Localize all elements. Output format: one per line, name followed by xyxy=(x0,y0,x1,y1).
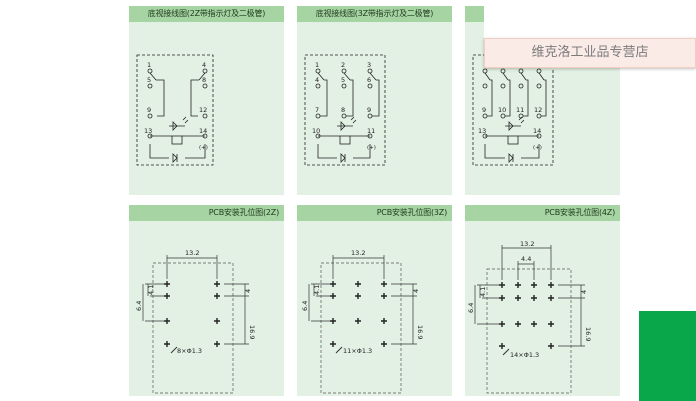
pcb-diagram-4z: 13.2 4.4 4 16.9 4.1 6.4 14×Φ1.3 xyxy=(467,240,592,394)
pin-9: 9 xyxy=(367,106,371,114)
pin-12: 12 xyxy=(534,106,542,114)
dim-right-big: 16.9 xyxy=(248,325,256,339)
pin-10: 10 xyxy=(312,127,320,135)
pin-2: 2 xyxy=(341,61,345,69)
pin-13: 13 xyxy=(478,127,486,135)
pin-12: 12 xyxy=(199,106,207,114)
wiring-panel-title: 底视接线图(2Z带指示灯及二极管) xyxy=(129,6,284,22)
wiring-diagram-4z: 9 10 11 12 13 14 (+) xyxy=(472,54,554,166)
pcb-panel-title: PCB安装孔位图(4Z) xyxy=(465,205,620,221)
pin-14: 14 xyxy=(533,127,541,135)
pin-4: 4 xyxy=(315,76,319,84)
hole-spec: 14×Φ1.3 xyxy=(510,351,539,359)
pcb-panel-title: PCB安装孔位图(2Z) xyxy=(129,205,284,221)
dim-left-b: 6.4 xyxy=(301,301,309,311)
dim-right-big: 16.9 xyxy=(584,327,592,341)
pcb-panel-2z: PCB安装孔位图(2Z) 13.2 4 16.9 4.1 6.4 8×Φ1.3 xyxy=(129,205,284,396)
polarity-plus: (+) xyxy=(199,145,208,151)
dim-right-small: 4 xyxy=(412,289,420,293)
pcb-panel-4z: PCB安装孔位图(4Z) 13.2 4.4 4 16.9 4.1 6.4 14×… xyxy=(465,205,620,396)
hole-spec: 11×Φ1.3 xyxy=(343,347,372,355)
polarity-plus: (+) xyxy=(367,145,376,151)
dim-right-small: 4 xyxy=(580,290,588,294)
pin-10: 10 xyxy=(498,106,506,114)
pin-4: 4 xyxy=(202,61,206,69)
pin-6: 6 xyxy=(367,76,371,84)
pin-14: 14 xyxy=(199,127,207,135)
hole-spec: 8×Φ1.3 xyxy=(177,347,202,355)
pcb-panel-title: PCB安装孔位图(3Z) xyxy=(297,205,452,221)
store-banner[interactable]: 维克洛工业品专营店 xyxy=(484,38,696,68)
dim-left-b: 6.4 xyxy=(467,303,475,313)
pin-11: 11 xyxy=(516,106,524,114)
dim-left-a: 4.1 xyxy=(147,285,155,295)
pin-9: 9 xyxy=(482,106,486,114)
dim-width: 13.2 xyxy=(351,249,365,257)
wiring-diagram-2z: 1 4 5 8 9 12 13 14 (+) xyxy=(136,54,214,166)
pin-9: 9 xyxy=(147,106,151,114)
polarity-plus: (+) xyxy=(533,145,542,151)
dim-mid: 4.4 xyxy=(521,255,531,263)
wiring-panel-2z: 底视接线图(2Z带指示灯及二极管) 1 4 5 8 9 12 13 14 (+) xyxy=(129,6,284,195)
pin-7: 7 xyxy=(315,106,319,114)
pin-1: 1 xyxy=(315,61,319,69)
pin-13: 13 xyxy=(144,127,152,135)
pin-1: 1 xyxy=(147,61,151,69)
pcb-diagram-3z: 13.2 4 16.9 4.1 6.4 11×Φ1.3 xyxy=(301,249,424,394)
dim-left-a: 4.1 xyxy=(313,285,321,295)
green-side-widget[interactable] xyxy=(639,311,696,401)
pin-11: 11 xyxy=(367,127,375,135)
pcb-diagram-2z: 13.2 4 16.9 4.1 6.4 8×Φ1.3 xyxy=(135,249,256,394)
dim-width: 13.2 xyxy=(520,240,534,248)
dim-width: 13.2 xyxy=(185,249,199,257)
dim-right-big: 16.9 xyxy=(416,325,424,339)
pin-3: 3 xyxy=(367,61,371,69)
pin-8: 8 xyxy=(341,106,345,114)
top-right-blank-area xyxy=(484,0,696,38)
wiring-diagram-3z: 1 2 3 4 5 6 7 8 9 10 11 (+) xyxy=(304,54,386,166)
pin-5: 5 xyxy=(341,76,345,84)
dim-right-small: 4 xyxy=(244,289,252,293)
pin-8: 8 xyxy=(202,76,206,84)
pin-5: 5 xyxy=(147,76,151,84)
pcb-panel-3z: PCB安装孔位图(3Z) 13.2 4 16.9 4.1 6.4 11×Φ1.3 xyxy=(297,205,452,396)
dim-left-a: 4.1 xyxy=(479,287,487,297)
wiring-panel-3z: 底视接线图(3Z带指示灯及二极管) 1 2 3 4 5 6 7 8 9 10 1… xyxy=(297,6,452,195)
dim-left-b: 6.4 xyxy=(135,301,143,311)
wiring-panel-title: 底视接线图(3Z带指示灯及二极管) xyxy=(297,6,452,22)
